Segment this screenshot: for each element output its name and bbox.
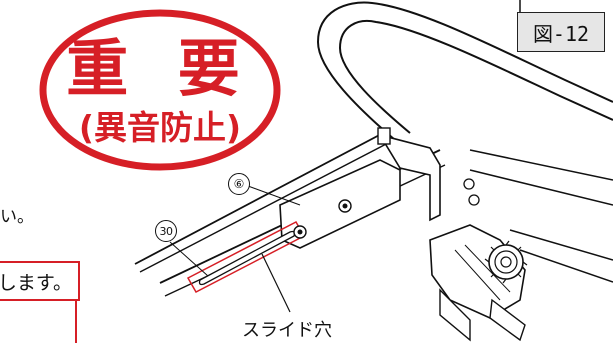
clamp-lever-2: [489, 298, 526, 342]
frame-loop-outer: [316, 1, 613, 141]
figure-label: 図-12: [517, 12, 605, 52]
bolt-left: [293, 225, 307, 239]
slide-slot: [198, 230, 296, 286]
callout-part-30-label: 30: [159, 224, 174, 238]
rail-top-2: [139, 141, 391, 273]
adjust-knob: [484, 240, 528, 284]
leader-part-6: [247, 185, 301, 206]
clamp-detail-b: [464, 244, 511, 293]
frame-right-tube-b: [469, 149, 613, 181]
joint-cap: [377, 127, 391, 145]
rail-top: [134, 131, 386, 265]
clamp-detail-a: [454, 249, 501, 301]
leader-part-30: [169, 241, 209, 277]
callout-part-30: 30: [155, 220, 177, 242]
bolt-upper: [463, 178, 480, 206]
frame-loop-inner: [338, 20, 613, 134]
bolt-right: [338, 199, 352, 213]
callout-part-6: ⑥: [228, 173, 250, 195]
important-badge-subtitle: (異音防止): [78, 108, 242, 147]
frame-right-tube-c: [469, 169, 613, 206]
frame-right-tube-d: [509, 229, 613, 261]
clamp-lever: [439, 288, 471, 342]
important-badge-ellipse: [39, 9, 281, 171]
note-box: します。: [0, 261, 80, 301]
callout-part-6-label: ⑥: [233, 177, 245, 191]
joint-bracket: [378, 133, 441, 222]
slide-slot-label: スライド穴: [242, 320, 332, 341]
note-text: します。: [0, 271, 72, 294]
important-badge-title: 重 要: [66, 32, 254, 105]
body-text-fragment: い。: [0, 207, 34, 227]
frame-right-tube-e: [519, 249, 613, 283]
leader-slot: [261, 253, 291, 313]
